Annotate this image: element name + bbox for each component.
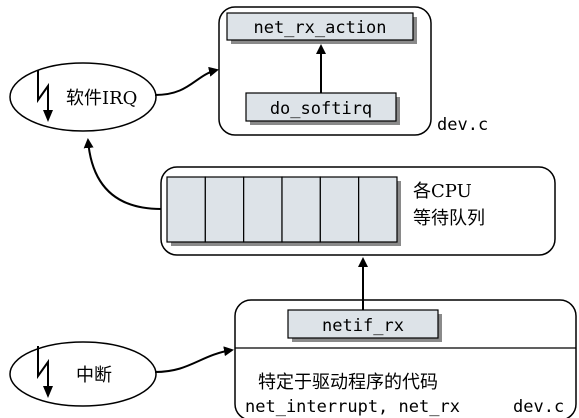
softirq-label: 软件IRQ bbox=[66, 88, 137, 109]
queue-cell bbox=[166, 176, 206, 243]
driver-code-label: 特定于驱动程序的代码 bbox=[258, 372, 438, 393]
queue-label-line2: 等待队列 bbox=[413, 208, 485, 229]
net-rx-action-label: net_rx_action bbox=[253, 18, 386, 38]
bottom-dev-c-label: dev.c bbox=[513, 397, 564, 417]
arrow-interrupt-to-driver bbox=[154, 346, 234, 373]
netif-rx-box bbox=[287, 309, 439, 339]
lightning-bolt-arrowhead bbox=[43, 110, 53, 122]
queue-cell bbox=[281, 176, 321, 243]
net-rx-action-box bbox=[226, 12, 414, 41]
driver-funcs-label: net_interrupt, net_rx bbox=[245, 397, 460, 417]
arrow-softirq-to-top-container bbox=[154, 66, 219, 96]
lightning-bolt-icon bbox=[37, 70, 49, 118]
interrupt-lightning-bolt-icon bbox=[37, 346, 49, 394]
interrupt-label: 中断 bbox=[76, 365, 112, 386]
queue-cells bbox=[166, 176, 401, 246]
do-softirq-label: do_softirq bbox=[270, 99, 372, 119]
netif-rx-label: netif_rx bbox=[322, 316, 404, 336]
arrow-queue-to-softirq bbox=[83, 138, 162, 210]
queue-cell bbox=[204, 176, 245, 243]
queue-label-line1: 各CPU bbox=[413, 181, 472, 202]
interrupt-lightning-arrowhead bbox=[43, 386, 53, 398]
queue-cell bbox=[243, 176, 283, 243]
queue-cell bbox=[319, 176, 360, 243]
do-softirq-box bbox=[245, 92, 397, 122]
queue-cell bbox=[358, 176, 398, 243]
top-dev-c-label: dev.c bbox=[437, 115, 488, 135]
